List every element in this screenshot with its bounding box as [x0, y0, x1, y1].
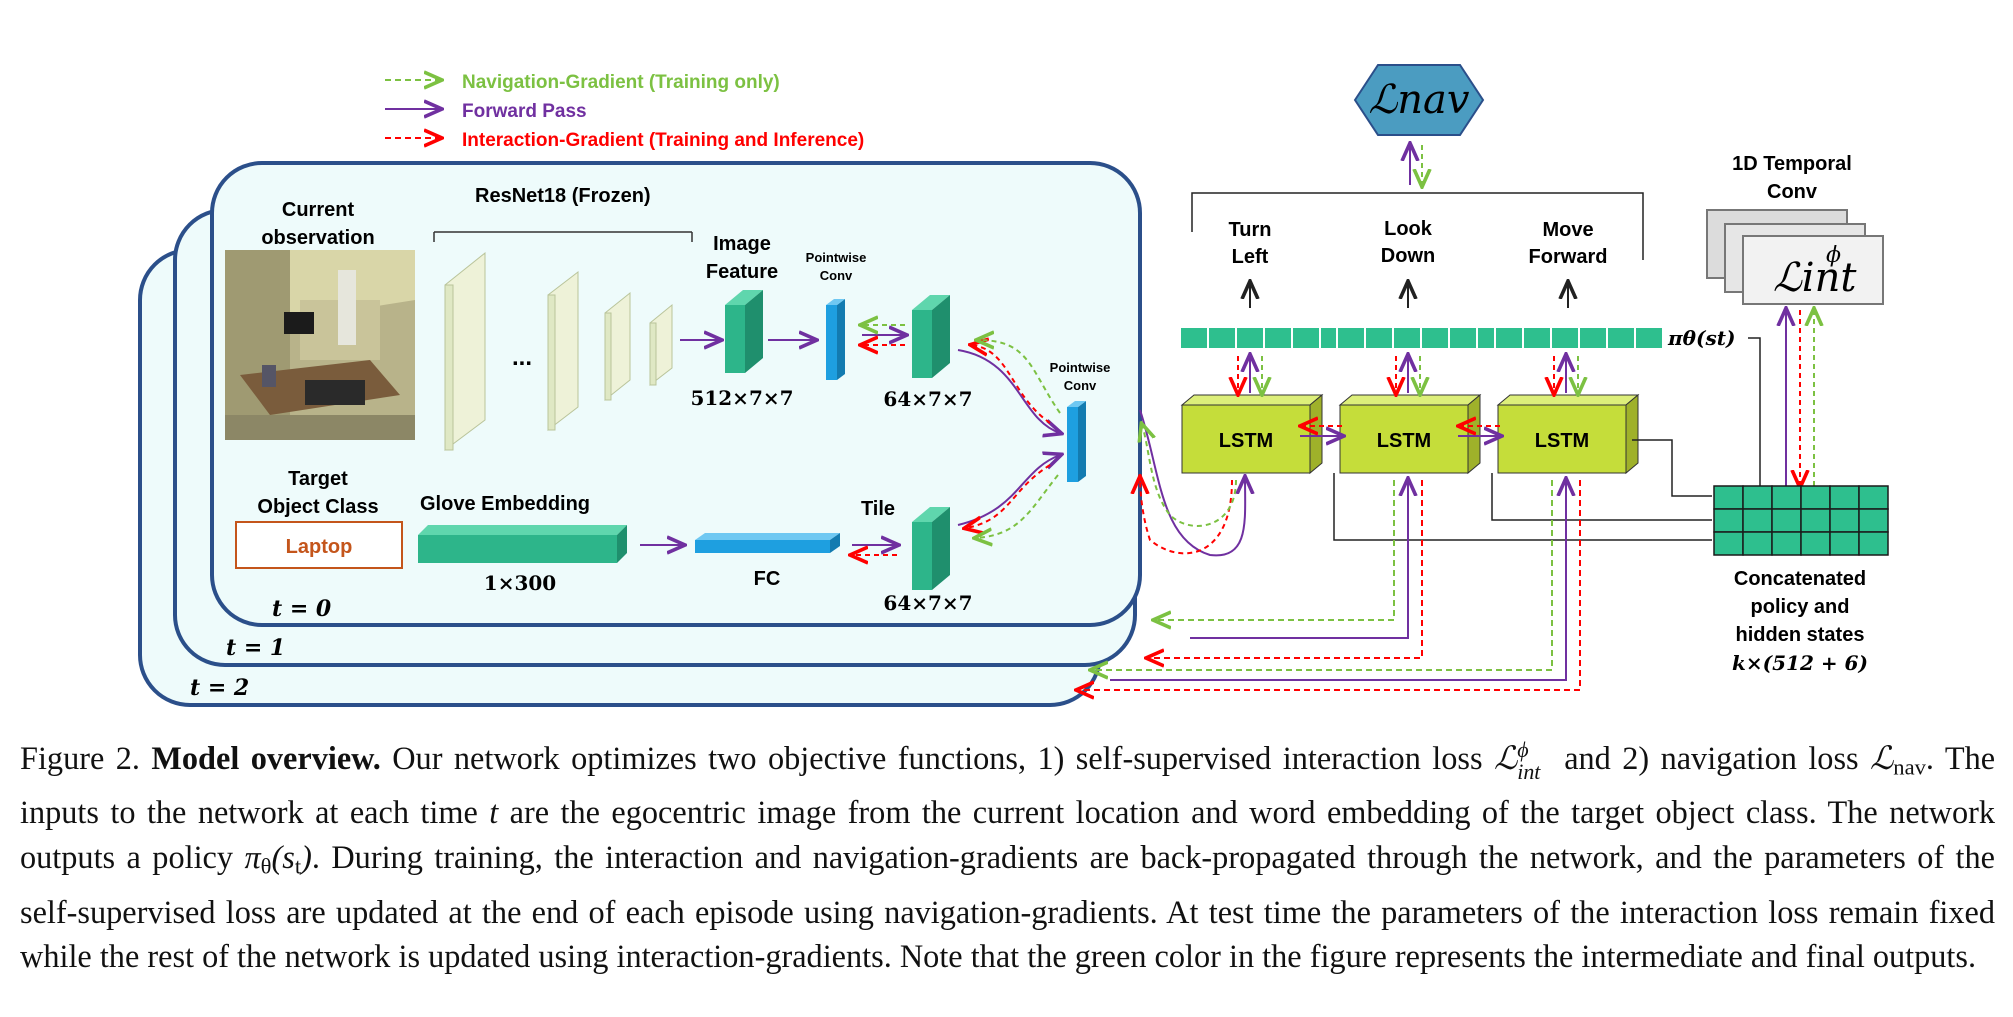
pointwise-conv-1 [826, 299, 845, 380]
feature-64-bottom [912, 507, 950, 590]
feature-64-top [912, 295, 950, 378]
caption-nav-loss: ℒnav [1870, 740, 1926, 780]
glove-dim: 1×300 [484, 571, 556, 595]
pointwise-conv-2 [1067, 401, 1086, 482]
resnet-label: ResNet18 (Frozen) [475, 185, 651, 207]
current-observation-label-1: Current [282, 199, 355, 221]
panel-t0 [210, 161, 1142, 627]
policy-label: πθ(st) [1667, 326, 1735, 350]
caption-sentence-1: Our network optimizes two objective func… [392, 740, 1483, 776]
time-label-0: t = 0 [272, 596, 332, 622]
legend-forward-pass: Forward Pass [462, 101, 587, 122]
model-overview-figure: Navigation-Gradient (Training only) Forw… [138, 64, 1889, 707]
int-loss-superscript: ϕ [1826, 243, 1841, 268]
resnet-blocks [444, 251, 673, 451]
caption-figure-label: Figure 2. [20, 740, 140, 776]
fc-layer [695, 533, 840, 553]
caption-policy: πθ(st) [244, 839, 312, 879]
lstm-cell-3: LSTM [1496, 393, 1640, 475]
feature-64-top-dim: 64×7×7 [883, 387, 972, 411]
concat-grid [1713, 485, 1889, 556]
caption-sentence-2: . The inputs to the network at each time [20, 740, 1996, 831]
target-class-box [235, 521, 403, 569]
concat-label-1: Concatenated [1734, 568, 1866, 590]
nav-loss: ℒnav [1353, 64, 1485, 136]
figure-caption: Figure 2. Model overview. Our network op… [20, 736, 1995, 979]
caption-sentence-3: . During training, the interaction and n… [20, 839, 1996, 975]
legend-nav-gradient: Navigation-Gradient (Training only) [462, 72, 780, 93]
fc-label: FC [754, 568, 781, 590]
resnet-ellipsis: ... [512, 344, 532, 371]
pointwise-conv-2-label-1: Pointwise [1050, 360, 1111, 375]
int-loss-label: ℒint [1773, 255, 1857, 301]
concat-label-3: hidden states [1736, 624, 1865, 646]
lstm-3-label: LSTM [1535, 430, 1589, 452]
caption-title: Model overview. [151, 740, 381, 776]
feature-64-bottom-dim: 64×7×7 [883, 591, 972, 615]
current-observation-label-2: observation [261, 227, 374, 249]
image-feature-dim: 512×7×7 [690, 386, 793, 410]
observation-image [225, 250, 415, 440]
action-turn-left-2: Left [1232, 246, 1269, 268]
time-label-1: t = 1 [226, 635, 285, 661]
pointwise-conv-1-label-1: Pointwise [806, 250, 867, 265]
lstm-2-label: LSTM [1377, 430, 1431, 452]
action-move-forward-2: Forward [1529, 246, 1608, 268]
image-feature-tensor [725, 290, 763, 373]
temporal-conv-stack [1706, 209, 1884, 305]
target-class-value: Laptop [286, 536, 353, 558]
tile-label: Tile [861, 498, 895, 520]
action-move-forward-1: Move [1542, 219, 1593, 241]
action-look-down-2: Down [1381, 245, 1435, 267]
image-feature-label-2: Feature [706, 261, 778, 283]
caption-sentence-1b: and 2) navigation loss [1564, 740, 1859, 776]
action-look-down-1: Look [1384, 218, 1433, 240]
lstm-1-label: LSTM [1219, 430, 1273, 452]
concat-label-4: k×(512 + 6) [1732, 651, 1868, 675]
lstm-cell-1: LSTM [1180, 393, 1324, 475]
legend-interaction-gradient: Interaction-Gradient (Training and Infer… [462, 130, 864, 151]
concat-label-2: policy and [1751, 596, 1850, 618]
temporal-conv-label-1: 1D Temporal [1732, 153, 1852, 175]
policy-vectors [1179, 326, 1664, 350]
action-turn-left-1: Turn [1229, 219, 1272, 241]
legend: Navigation-Gradient (Training only) Forw… [385, 72, 864, 151]
time-label-2: t = 2 [190, 675, 249, 701]
glove-embedding [418, 525, 627, 563]
glove-label: Glove Embedding [420, 493, 590, 515]
nav-loss-label: ℒnav [1368, 77, 1469, 123]
caption-time-var: t [489, 794, 499, 831]
target-class-label-1: Target [288, 468, 348, 490]
image-feature-label-1: Image [713, 233, 771, 255]
target-class-label-2: Object Class [257, 496, 378, 518]
pointwise-conv-2-label-2: Conv [1064, 378, 1097, 393]
temporal-conv-label-2: Conv [1767, 181, 1818, 203]
pointwise-conv-1-label-2: Conv [820, 268, 853, 283]
lstm-cell-2: LSTM [1338, 393, 1482, 475]
caption-sentence-2b: are the egocentric image from the curren… [20, 794, 1995, 876]
